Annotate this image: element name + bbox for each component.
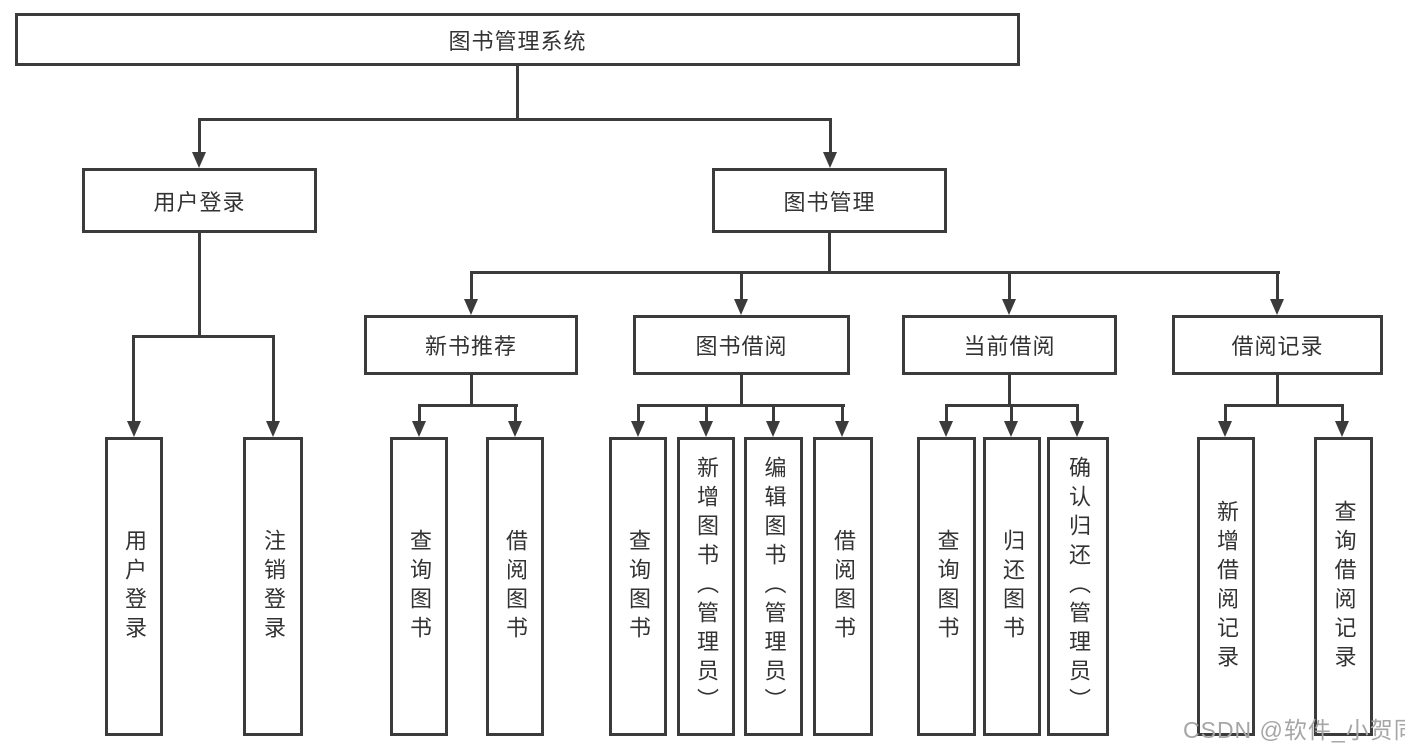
leaf-label: 归还图书	[1000, 528, 1025, 645]
connector-line	[1276, 373, 1279, 406]
connector-line	[272, 337, 275, 423]
arrow-down-icon	[631, 421, 645, 437]
leaf-label: 用户登录	[122, 528, 147, 645]
arrow-down-icon	[192, 152, 206, 168]
connector-line	[740, 273, 743, 302]
arrow-down-icon	[835, 421, 849, 437]
node-label: 当前借阅	[963, 334, 1056, 359]
connector-line	[516, 64, 519, 121]
leaf-logout: 注销登录	[243, 437, 303, 736]
arrow-down-icon	[1270, 299, 1284, 315]
csdn-watermark: CSDN @软件_小贺同学	[1183, 717, 1405, 743]
connector-line	[772, 406, 775, 424]
connector-line	[198, 120, 201, 154]
connector-line	[705, 406, 708, 424]
leaf-add-borrow-record: 新增借阅记录	[1197, 437, 1255, 736]
arrow-down-icon	[1070, 421, 1084, 437]
arrow-down-icon	[823, 152, 837, 168]
connector-line	[418, 404, 518, 407]
leaf-return-books: 归还图书	[983, 437, 1041, 736]
leaf-label: 新增图书（管理员）	[694, 456, 719, 717]
node-book-borrowing: 图书借阅	[633, 315, 850, 375]
arrow-down-icon	[699, 421, 713, 437]
arrow-down-icon	[508, 421, 522, 437]
leaf-query-books-borrowing: 查询图书	[609, 437, 667, 736]
leaf-label: 借阅图书	[831, 528, 856, 645]
node-new-book-recommend: 新书推荐	[364, 315, 578, 375]
leaf-label: 注销登录	[261, 528, 286, 645]
arrow-down-icon	[464, 299, 478, 315]
node-label: 图书管理系统	[448, 28, 587, 54]
node-label: 图书借阅	[695, 334, 788, 359]
connector-line	[470, 373, 473, 406]
connector-line	[945, 406, 948, 424]
node-book-management: 图书管理	[712, 168, 947, 233]
connector-line	[1008, 373, 1011, 406]
connector-line	[1010, 406, 1013, 424]
leaf-label: 新增借阅记录	[1214, 499, 1239, 674]
connector-line	[1224, 404, 1344, 407]
leaf-label: 查询图书	[407, 528, 432, 645]
arrow-down-icon	[939, 421, 953, 437]
connector-line	[637, 404, 845, 407]
arrow-down-icon	[734, 299, 748, 315]
connector-line	[1008, 273, 1011, 302]
arrow-down-icon	[412, 421, 426, 437]
connector-line	[841, 406, 844, 424]
arrow-down-icon	[1002, 299, 1016, 315]
connector-line	[132, 337, 135, 423]
connector-line	[1276, 273, 1279, 302]
connector-line	[828, 231, 831, 273]
leaf-label: 借阅图书	[503, 528, 528, 645]
arrow-down-icon	[766, 421, 780, 437]
node-label: 用户登录	[153, 189, 246, 215]
arrow-down-icon	[1335, 421, 1349, 437]
node-label: 新书推荐	[424, 334, 517, 359]
leaf-label: 编辑图书（管理员）	[761, 456, 787, 717]
leaf-label: 查询借阅记录	[1331, 499, 1357, 674]
arrow-down-icon	[1218, 421, 1232, 437]
node-label: 图书管理	[783, 189, 876, 215]
leaf-query-books-current: 查询图书	[917, 437, 976, 736]
arrow-down-icon	[127, 421, 141, 437]
leaf-query-books-recommend: 查询图书	[390, 437, 448, 736]
node-current-borrowing: 当前借阅	[902, 315, 1117, 375]
connector-line	[198, 231, 201, 337]
connector-line	[945, 404, 1079, 407]
connector-line	[1076, 406, 1079, 424]
leaf-label: 确认归还（管理员）	[1066, 456, 1091, 717]
leaf-query-borrow-record: 查询借阅记录	[1314, 437, 1373, 736]
connector-line	[514, 406, 517, 424]
connector-line	[470, 271, 1280, 274]
connector-line	[418, 406, 421, 424]
connector-line	[198, 118, 832, 121]
arrow-down-icon	[266, 421, 280, 437]
leaf-label: 查询图书	[934, 528, 960, 645]
connector-line	[132, 335, 275, 338]
leaf-label: 查询图书	[626, 528, 651, 645]
leaf-borrow-books-borrowing: 借阅图书	[813, 437, 873, 736]
connector-line	[1341, 406, 1344, 424]
node-user-login: 用户登录	[82, 168, 317, 233]
node-borrowing-records: 借阅记录	[1172, 315, 1383, 375]
connector-line	[1224, 406, 1227, 424]
leaf-edit-book-admin: 编辑图书（管理员）	[744, 437, 803, 736]
connector-line	[829, 120, 832, 154]
node-label: 借阅记录	[1231, 334, 1324, 359]
connector-line	[470, 273, 473, 302]
leaf-user-login: 用户登录	[105, 437, 163, 736]
leaf-add-book-admin: 新增图书（管理员）	[677, 437, 735, 736]
connector-line	[740, 373, 743, 406]
leaf-confirm-return-admin: 确认归还（管理员）	[1047, 437, 1109, 736]
arrow-down-icon	[1004, 421, 1018, 437]
node-library-management-system: 图书管理系统	[15, 13, 1020, 66]
leaf-borrow-books-recommend: 借阅图书	[486, 437, 544, 736]
connector-line	[637, 406, 640, 424]
